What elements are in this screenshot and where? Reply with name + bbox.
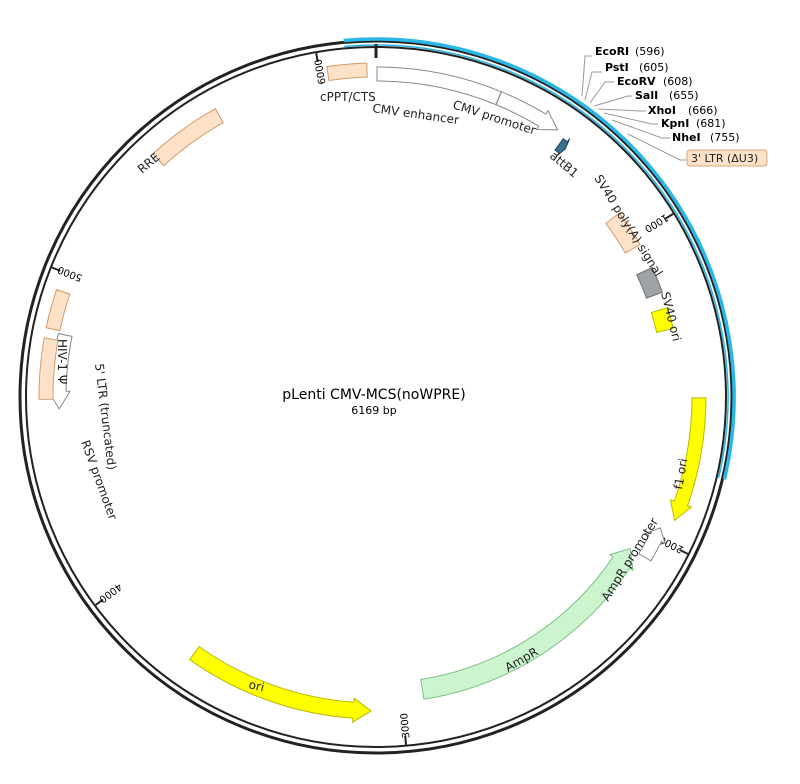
tick-mark-1000 — [664, 213, 674, 220]
label-cmv-enhancer: CMV enhancer — [372, 101, 460, 127]
site-nhei-name: NheI — [672, 131, 701, 144]
feature-sv40-ori — [650, 306, 674, 333]
feature-ampr-promoter — [638, 527, 666, 562]
tick-label-4000: 4000 — [97, 580, 124, 604]
feature-attb1 — [554, 138, 571, 157]
site-kpni-pos: (681) — [696, 117, 726, 130]
label-cppt: cPPT/CTS — [320, 90, 376, 104]
feature-rre — [152, 108, 224, 167]
site-kpni-name: KpnI — [661, 117, 689, 130]
site-nhei-pos: (755) — [710, 131, 740, 144]
feature-ampr — [420, 547, 634, 700]
tick-mark-6000 — [315, 52, 319, 63]
highlight-arc — [343, 37, 736, 480]
site-ecorv-pos: (608) — [663, 75, 693, 88]
tick-mark-3000 — [404, 735, 407, 745]
tick-label-5000: 5000 — [56, 263, 84, 283]
backbone-outer — [18, 39, 734, 755]
site-xhoi-name: XhoI — [648, 104, 676, 117]
ltr3-label: 3' LTR (ΔU3) — [691, 152, 758, 165]
tick-mark-5000 — [51, 266, 61, 272]
site-ecorv-name: EcoRV — [617, 75, 656, 88]
label-f1-ori: f1 ori — [671, 457, 690, 490]
feature-hiv-psi — [45, 289, 71, 332]
highlight-stroke — [344, 44, 729, 479]
feature-cmv-promoter — [495, 91, 559, 131]
site-psti-pos: (605) — [639, 61, 669, 74]
site-labels: EcoRI (596) PstI (605) EcoRV (608) SalI … — [595, 45, 740, 144]
tick-label-1000: 1000 — [642, 211, 669, 234]
plasmid-name: pLenti CMV-MCS(noWPRE) — [282, 387, 465, 403]
site-psti-name: PstI — [605, 61, 629, 74]
highlight-stroke — [343, 37, 736, 480]
site-ecori-name: EcoRI — [595, 45, 629, 58]
label-attb1: attB1 — [547, 149, 581, 181]
tick-mark-2000 — [679, 548, 689, 555]
site-xhoi-pos: (666) — [688, 104, 718, 117]
plasmid-length: 6169 bp — [351, 404, 396, 417]
feature-sv40-polya — [605, 212, 641, 254]
site-leaders — [581, 55, 688, 161]
feature-f1-ori — [669, 397, 707, 522]
tick-mark-4000 — [95, 598, 104, 606]
site-sali-name: SalI — [635, 89, 658, 102]
feature-cppt — [326, 62, 368, 82]
site-ecori-pos: (596) — [635, 45, 665, 58]
feature-cmv-enhancer — [376, 66, 502, 106]
tick-label-6000: 6000 — [313, 58, 328, 85]
features — [38, 62, 707, 724]
tick-label-3000: 3000 — [399, 712, 412, 738]
feature-ori — [189, 645, 372, 724]
ltr3-box — [686, 149, 768, 167]
label-ori: ori — [247, 677, 266, 694]
label-hiv-psi-upright: HIV-1 Ψ — [55, 339, 69, 384]
feature-gray — [636, 266, 664, 299]
site-sali-pos: (655) — [669, 89, 699, 102]
feature-ltr5 — [38, 337, 59, 400]
